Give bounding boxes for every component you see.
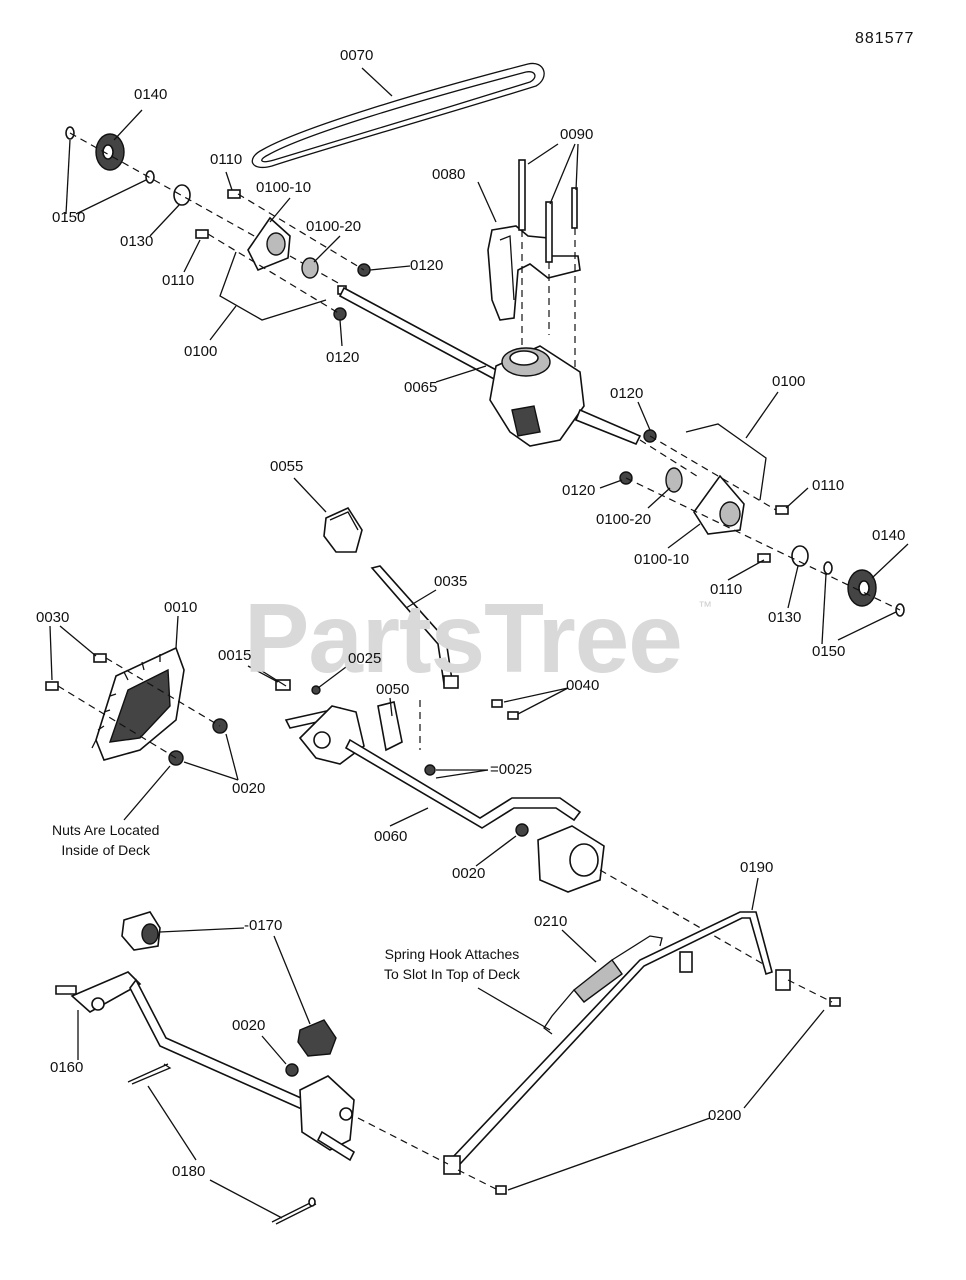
- callout-0130-right[interactable]: 0130: [768, 609, 802, 626]
- shift-gate-plate-part: [45, 646, 228, 766]
- rear-lift-shaft-part: [55, 971, 449, 1165]
- callout-0200[interactable]: 0200: [708, 1107, 742, 1124]
- shift-rod-part: [370, 565, 459, 689]
- left-bearing-plate: [247, 216, 291, 272]
- shift-knob-part: [323, 506, 363, 553]
- callout-0110[interactable]: 0110: [210, 151, 243, 168]
- callout-0180[interactable]: 0180: [172, 1163, 206, 1180]
- leader-lines: [49, 67, 909, 1219]
- callout-0170[interactable]: -0170: [244, 917, 283, 934]
- watermark-trademark: ™: [698, 598, 712, 614]
- callout-0140-left[interactable]: 0140: [134, 86, 168, 103]
- note-line: To Slot In Top of Deck: [384, 966, 520, 982]
- callout-0140-right[interactable]: 0140: [872, 527, 906, 544]
- note-spring-hook: Spring Hook Attaches To Slot In Top of D…: [384, 944, 520, 984]
- deck-lift-rod-part: [443, 911, 841, 1195]
- hairpin-clips-part: [127, 1063, 317, 1225]
- pivot-bracket-part: [121, 911, 337, 1057]
- callout-0120[interactable]: 0120: [610, 385, 644, 402]
- callout-0040[interactable]: 0040: [566, 677, 600, 694]
- callout-0120[interactable]: 0120: [562, 482, 596, 499]
- callout-0055[interactable]: 0055: [270, 458, 304, 475]
- note-line: Spring Hook Attaches: [384, 946, 520, 962]
- diagram-number: 881577: [855, 30, 915, 47]
- callout-0025[interactable]: 0025: [348, 650, 382, 667]
- callout-0100-20[interactable]: 0100-20: [596, 511, 652, 528]
- callout-0010[interactable]: 0010: [164, 599, 198, 616]
- callout-0035[interactable]: 0035: [434, 573, 468, 590]
- right-pinion-gear: [847, 569, 877, 607]
- callout-0150-left[interactable]: 0150: [52, 209, 86, 226]
- callout-0120[interactable]: 0120: [326, 349, 360, 366]
- callout-0130-left[interactable]: 0130: [120, 233, 154, 250]
- note-line: Inside of Deck: [61, 842, 151, 858]
- right-bearing-plate: [693, 474, 745, 535]
- callout-0150-right[interactable]: 0150: [812, 643, 846, 660]
- callout-0020[interactable]: 0020: [452, 865, 486, 882]
- callout-0190[interactable]: 0190: [740, 859, 774, 876]
- callout-0110[interactable]: 0110: [162, 272, 195, 289]
- callout-0100[interactable]: 0100: [772, 373, 806, 390]
- callout-0065[interactable]: 0065: [404, 379, 438, 396]
- callout-0030[interactable]: 0030: [36, 609, 70, 626]
- callout-0100-10[interactable]: 0100-10: [256, 179, 312, 196]
- shift-lever-assembly-part: [275, 679, 771, 969]
- callout-0120[interactable]: 0120: [410, 257, 444, 274]
- watermark-brand: PartsTree: [244, 583, 683, 693]
- callout-0070[interactable]: 0070: [340, 47, 374, 64]
- callout-0100[interactable]: 0100: [184, 343, 218, 360]
- callout-0160[interactable]: 0160: [50, 1059, 84, 1076]
- callout-0110[interactable]: 0110: [710, 581, 743, 598]
- callout-0060[interactable]: 0060: [374, 828, 408, 845]
- callout-0020[interactable]: 0020: [232, 1017, 266, 1034]
- callout-0110[interactable]: 0110: [812, 477, 845, 494]
- extension-spring-part: [543, 935, 663, 1035]
- callout-0020[interactable]: 0020: [232, 780, 266, 797]
- transaxle-part: [337, 285, 701, 479]
- left-axle-assembly: [65, 126, 371, 321]
- callout-0100-20[interactable]: 0100-20: [306, 218, 362, 235]
- note-nuts-inside-deck: Nuts Are Located Inside of Deck: [52, 820, 159, 860]
- callout-0080[interactable]: 0080: [432, 166, 466, 183]
- transaxle-bracket-part: [487, 225, 581, 321]
- callout-0025[interactable]: =0025: [490, 761, 533, 778]
- drive-belt-part: [251, 62, 545, 169]
- callout-0015[interactable]: 0015: [218, 647, 252, 664]
- note-line: Nuts Are Located: [52, 822, 160, 838]
- bracket-bolts-part: [518, 159, 578, 375]
- left-pinion-gear: [95, 133, 125, 171]
- callout-0050[interactable]: 0050: [376, 681, 410, 698]
- right-axle-assembly: [619, 423, 905, 617]
- callout-0210[interactable]: 0210: [534, 913, 568, 930]
- callout-0090[interactable]: 0090: [560, 126, 594, 143]
- callout-0100-10[interactable]: 0100-10: [634, 551, 690, 568]
